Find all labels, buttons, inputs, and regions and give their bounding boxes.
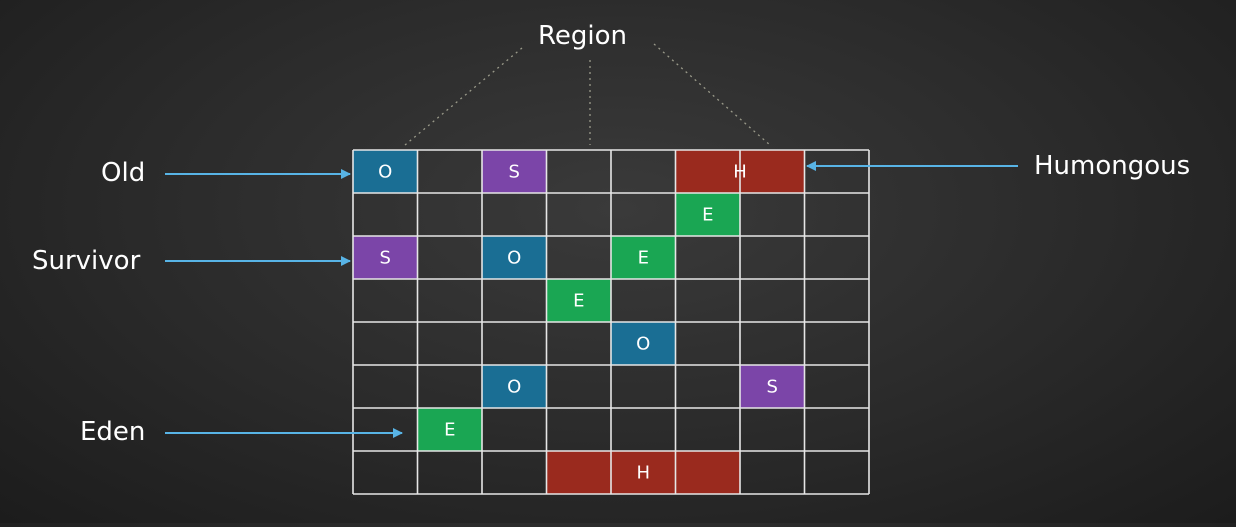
old-region-cell [611,322,676,365]
humongous-region-cell [546,451,740,494]
humongous-label: Humongous [1034,151,1191,181]
eden-region-cell [675,193,740,236]
eden-region-cell [611,236,676,279]
survivor-region-letter: S [380,248,391,269]
old-region-cell [482,365,547,408]
eden-region-letter: E [444,420,455,441]
region-cell-labels: O S H E S O E E O O S E H [378,162,778,484]
survivor-region-letter: S [509,162,520,183]
old-region-cell [482,236,547,279]
survivor-region-letter: S [767,377,778,398]
region-dotted-line [653,43,771,146]
region-callout-lines [404,43,771,146]
old-region-letter: O [636,334,650,355]
old-region-letter: O [507,377,521,398]
eden-region-cell [546,279,611,322]
region-cells [353,150,805,494]
survivor-region-cell [353,236,418,279]
survivor-label: Survivor [32,246,141,276]
humongous-region-letter: H [733,162,747,183]
survivor-region-cell [482,150,547,193]
old-label: Old [101,158,146,188]
old-region-cell [353,150,418,193]
survivor-region-cell [740,365,805,408]
eden-label: Eden [80,417,146,447]
region-dotted-line [404,47,523,146]
eden-region-letter: E [638,248,649,269]
old-region-letter: O [378,162,392,183]
eden-region-letter: E [573,291,584,312]
humongous-region-letter: H [636,463,650,484]
label-arrows [165,161,1018,438]
eden-region-letter: E [702,205,713,226]
region-label: Region [538,21,628,51]
eden-region-cell [417,408,482,451]
grid-lines [352,149,870,495]
old-region-letter: O [507,248,521,269]
